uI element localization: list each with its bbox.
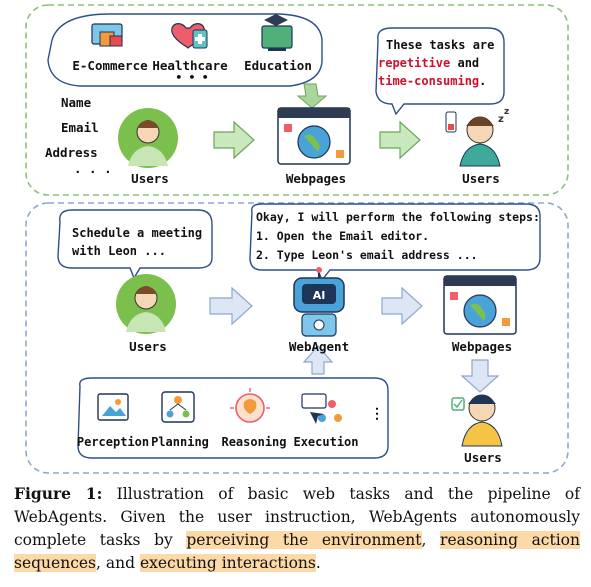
users-to-webpages-arrow bbox=[213, 120, 255, 160]
caption-text-2: , bbox=[421, 531, 441, 549]
capability-reasoning: Reasoning bbox=[221, 435, 287, 449]
agent-step-line-3: 2. Type Leon's email address ... bbox=[256, 248, 478, 262]
domain-label-ecommerce: E-Commerce bbox=[72, 58, 148, 73]
bubble-line-3: time-consuming. bbox=[378, 74, 486, 88]
user-avatar-top bbox=[118, 108, 178, 168]
happy-user-icon bbox=[451, 394, 503, 447]
user-field-email: Email bbox=[61, 120, 99, 135]
agent-step-line-1: Okay, I will perform the following steps… bbox=[256, 210, 540, 224]
capabilities-to-agent-arrow bbox=[302, 345, 334, 375]
bubble-line-1: These tasks are bbox=[386, 38, 495, 52]
repetitive-text: repetitive bbox=[378, 56, 451, 70]
tired-user-icon bbox=[445, 111, 501, 167]
diagram-canvas: z z AI bbox=[25, 4, 569, 474]
webpages-label-top: Webpages bbox=[285, 171, 347, 186]
caption-highlight-executing: executing interactions bbox=[139, 554, 316, 572]
sleep-z-glyph: z bbox=[498, 114, 504, 125]
caption-text-1: Illustration of basic web tasks and the … bbox=[14, 485, 580, 549]
domains-more-dots: • • • bbox=[175, 71, 209, 84]
time-consuming-text: time-consuming bbox=[378, 74, 480, 88]
perception-icon bbox=[97, 393, 129, 421]
user-field-more: · · · bbox=[74, 164, 112, 179]
domain-label-education: Education bbox=[244, 58, 312, 73]
caption-highlight-perceiving: perceiving the environment bbox=[186, 531, 422, 549]
webpage-icon-top bbox=[277, 107, 351, 165]
agent-steps-bubble bbox=[249, 203, 541, 282]
bubble-line-2: repetitive and bbox=[378, 56, 479, 70]
reasoning-icon bbox=[230, 388, 270, 423]
caption-figure-label: Figure 1: bbox=[14, 484, 103, 503]
users-label-top-right: Users bbox=[462, 171, 500, 186]
capability-perception: Perception bbox=[76, 435, 150, 449]
user-instruction-bubble bbox=[57, 209, 213, 280]
bottom-panel-frame bbox=[25, 202, 569, 474]
user-instruction-line-1: Schedule a meeting bbox=[72, 226, 203, 240]
sleep-z-glyph: z bbox=[504, 107, 509, 117]
user-field-address: Address bbox=[45, 145, 98, 160]
user-avatar-bottom bbox=[116, 274, 176, 334]
execution-icon bbox=[301, 393, 342, 424]
users-label-bottom-left: Users bbox=[129, 339, 167, 354]
user-field-name: Name bbox=[61, 95, 92, 110]
ecommerce-icon bbox=[91, 23, 123, 47]
caption-text-4: . bbox=[315, 554, 321, 572]
capabilities-more-dots: ⋮ bbox=[370, 406, 384, 422]
webagent-label: WebAgent bbox=[288, 339, 350, 354]
webpages-label-bottom: Webpages bbox=[451, 339, 513, 354]
bubble-line-3-rest: . bbox=[479, 74, 487, 88]
domains-to-webpages-arrow bbox=[296, 83, 328, 109]
bubble-line-2-rest: and bbox=[450, 56, 480, 70]
agent-to-webpages-arrow bbox=[381, 286, 423, 326]
svg-text:AI: AI bbox=[313, 289, 326, 302]
agent-step-line-2: 1. Open the Email editor. bbox=[256, 229, 430, 243]
webpages-to-users-arrow-down bbox=[460, 359, 500, 393]
top-panel-frame bbox=[25, 4, 569, 196]
planning-icon bbox=[161, 391, 195, 423]
users-to-agent-arrow bbox=[209, 286, 253, 326]
users-label-bottom-right: Users bbox=[464, 450, 502, 465]
figure-caption: Figure 1: Illustration of basic web task… bbox=[14, 482, 580, 575]
education-icon bbox=[261, 14, 293, 51]
domain-label-healthcare: Healthcare bbox=[152, 58, 228, 73]
repetitive-bubble bbox=[375, 27, 505, 116]
caption-text-3: , and bbox=[96, 554, 140, 572]
user-instruction-line-2: with Leon ... bbox=[72, 244, 166, 258]
healthcare-icon bbox=[171, 23, 208, 49]
capability-execution: Execution bbox=[293, 435, 359, 449]
capability-planning: Planning bbox=[151, 435, 209, 449]
webagent-robot-icon: AI bbox=[293, 267, 345, 337]
webpage-icon-bottom bbox=[443, 275, 517, 335]
webpages-to-users-arrow bbox=[379, 120, 421, 160]
users-label-top-left: Users bbox=[131, 171, 169, 186]
